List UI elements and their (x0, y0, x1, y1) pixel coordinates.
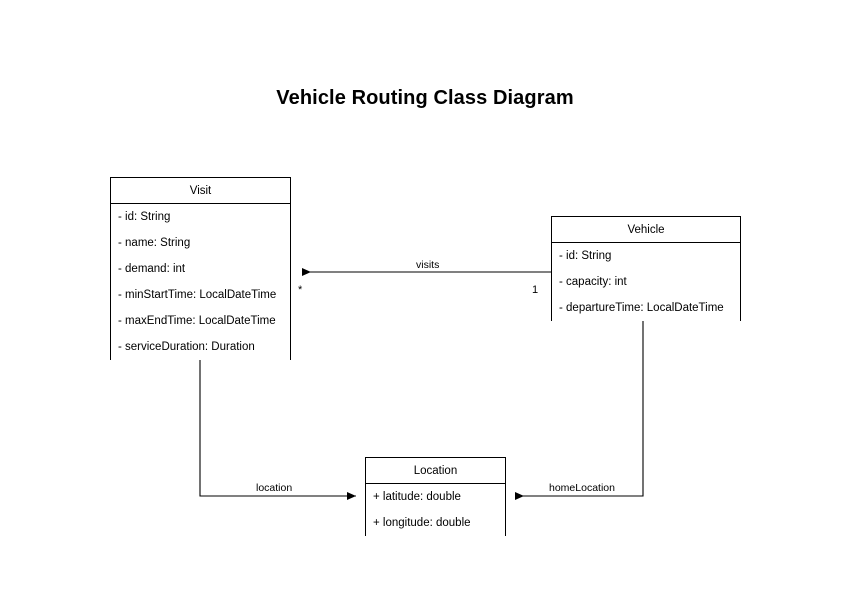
uml-class-vehicle[interactable]: Vehicle - id: String - capacity: int - d… (551, 216, 741, 321)
attribute-row: - demand: int (118, 263, 186, 275)
attribute-list-visit: - id: String - name: String - demand: in… (111, 204, 290, 360)
attribute-list-vehicle: - id: String - capacity: int - departure… (552, 243, 740, 321)
edge-home-location (515, 321, 644, 500)
attribute-row: - name: String (118, 237, 191, 249)
attribute-list-location: + latitude: double + longitude: double (366, 484, 505, 536)
class-name-visit: Visit (111, 178, 290, 204)
edge-label-location: location (253, 482, 296, 494)
uml-class-visit[interactable]: Visit - id: String - name: String - dema… (110, 177, 291, 360)
attribute-row: + latitude: double (373, 491, 461, 503)
attribute-row: - minStartTime: LocalDateTime (118, 289, 277, 301)
attribute-row: - capacity: int (559, 276, 627, 288)
attribute-row: - maxEndTime: LocalDateTime (118, 315, 276, 327)
class-name-location: Location (366, 458, 505, 484)
attribute-row: - id: String (118, 211, 171, 223)
edge-label-home-location: homeLocation (546, 482, 618, 494)
attribute-row: + longitude: double (373, 517, 471, 529)
attribute-row: - id: String (559, 250, 612, 262)
multiplicity-vehicle-end: 1 (532, 284, 539, 296)
page-title: Vehicle Routing Class Diagram (276, 87, 574, 109)
uml-class-location[interactable]: Location + latitude: double + longitude:… (365, 457, 506, 536)
edge-label-visits: visits (413, 259, 443, 271)
attribute-row: - departureTime: LocalDateTime (559, 302, 724, 314)
multiplicity-visit-end: * (298, 284, 303, 296)
attribute-row: - serviceDuration: Duration (118, 341, 255, 353)
class-name-vehicle: Vehicle (552, 217, 740, 243)
edge-location (199, 360, 356, 500)
